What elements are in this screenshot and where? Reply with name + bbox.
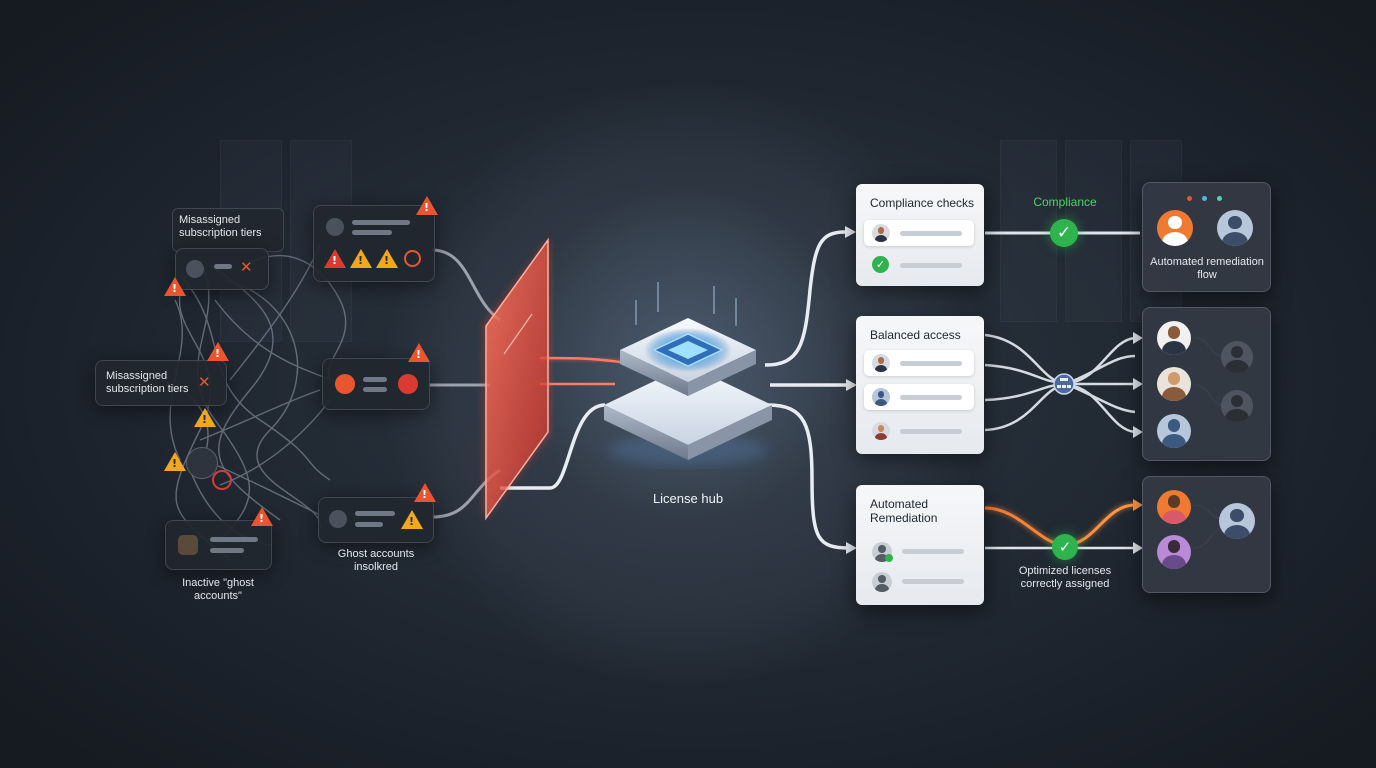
placeholder-bar [355, 511, 395, 516]
placeholder-bar [902, 579, 964, 584]
warning-icon [324, 249, 346, 268]
user-icon [326, 218, 344, 236]
warning-icon [207, 342, 229, 361]
balanced-users-card[interactable] [1142, 307, 1271, 461]
inactive-ghost-label: Inactive "ghost accounts" [182, 577, 254, 602]
user-avatar-icon [1157, 367, 1191, 401]
user-avatar-icon [872, 422, 890, 440]
user-avatar-icon [872, 572, 892, 592]
warning-icon [350, 249, 372, 268]
status-dot [1187, 196, 1192, 201]
inactive-ghost-card[interactable] [165, 520, 272, 570]
user-icon [335, 374, 355, 394]
warning-icon [408, 343, 430, 362]
user-avatar-icon [1157, 490, 1191, 524]
alert-circle-icon [398, 374, 418, 394]
status-dot [1217, 196, 1222, 201]
network-node-icon [1053, 373, 1075, 395]
user-avatar-icon [1157, 321, 1191, 355]
warning-icon [164, 452, 186, 471]
placeholder-bar [902, 549, 964, 554]
user-icon [186, 260, 204, 278]
compliance-checks-title: Compliance checks [870, 196, 975, 210]
user-avatar-icon [1157, 210, 1193, 246]
user-avatar-icon [1217, 210, 1253, 246]
user-icon [329, 510, 347, 528]
misassigned-user-card-top[interactable]: ✕ [175, 248, 269, 290]
automated-remediation-title: Automated Remediation [870, 497, 938, 525]
warning-icon [416, 196, 438, 215]
placeholder-bar [352, 230, 392, 235]
balanced-access-card[interactable]: Balanced access [856, 316, 984, 454]
firewall-icon [484, 237, 550, 521]
check-icon: ✓ [872, 256, 889, 273]
warning-icon [401, 510, 423, 529]
placeholder-bar [210, 548, 244, 553]
x-mark-icon: ✕ [240, 258, 253, 276]
placeholder-bar [900, 231, 962, 236]
user-avatar-icon [872, 354, 890, 372]
alert-circle-icon [212, 470, 232, 490]
compliance-checks-card[interactable]: Compliance checks ✓ [856, 184, 984, 286]
check-icon [885, 554, 893, 562]
placeholder-bar [355, 522, 383, 527]
user-avatar-icon [1157, 414, 1191, 448]
optimized-licenses-label: Optimized licenses correctly assigned [1018, 565, 1112, 590]
user-avatar-icon [1221, 341, 1253, 373]
hub-label: License hub [652, 491, 724, 506]
ghost-accounts-card[interactable] [318, 497, 434, 543]
check-icon: ✓ [1050, 219, 1078, 247]
warning-icon [251, 507, 273, 526]
placeholder-bar [210, 537, 258, 542]
placeholder-bar [900, 395, 962, 400]
hub-chip-icon [604, 282, 772, 466]
background-window [1000, 140, 1057, 322]
user-avatar-icon [1157, 535, 1191, 569]
warning-icon [414, 483, 436, 502]
status-dot [1202, 196, 1207, 201]
alert-user-card-middle[interactable] [322, 358, 430, 410]
warning-icon [194, 408, 216, 427]
user-avatar-icon [1221, 390, 1253, 422]
warning-icon [376, 249, 398, 268]
misassigned-tiers-card-left[interactable]: Misassigned subscription tiers ✕ [95, 360, 227, 406]
user-avatar-icon [1219, 503, 1255, 539]
lock-icon [178, 535, 198, 555]
misassigned-tiers-label-top: Misassigned subscription tiers [172, 208, 284, 252]
remediation-flow-label: Automated remediation flow [1150, 256, 1264, 281]
alerts-card-top[interactable] [313, 205, 435, 282]
list-item[interactable] [864, 384, 974, 410]
remediation-flow-card[interactable]: Automated remediation flow [1142, 182, 1271, 292]
placeholder-bar [363, 377, 387, 382]
balanced-access-title: Balanced access [870, 328, 961, 342]
placeholder-bar [214, 264, 232, 269]
user-avatar-icon [872, 388, 890, 406]
optimized-users-card[interactable] [1142, 476, 1271, 593]
check-icon: ✓ [1052, 534, 1078, 560]
alert-circle-icon [404, 250, 421, 267]
placeholder-bar [900, 263, 962, 268]
x-mark-icon: ✕ [198, 373, 211, 391]
misassigned-tiers-label-left: Misassigned subscription tiers [106, 370, 189, 395]
ghost-accounts-label: Ghost accounts insolkred [337, 548, 415, 573]
list-item[interactable] [864, 220, 974, 246]
placeholder-bar [363, 387, 387, 392]
user-avatar-icon [872, 224, 890, 242]
warning-icon [164, 277, 186, 296]
placeholder-bar [352, 220, 410, 225]
list-item[interactable] [864, 350, 974, 376]
automated-remediation-card[interactable]: Automated Remediation [856, 485, 984, 605]
placeholder-bar [900, 361, 962, 366]
placeholder-bar [900, 429, 962, 434]
compliance-label: Compliance [1033, 195, 1097, 209]
